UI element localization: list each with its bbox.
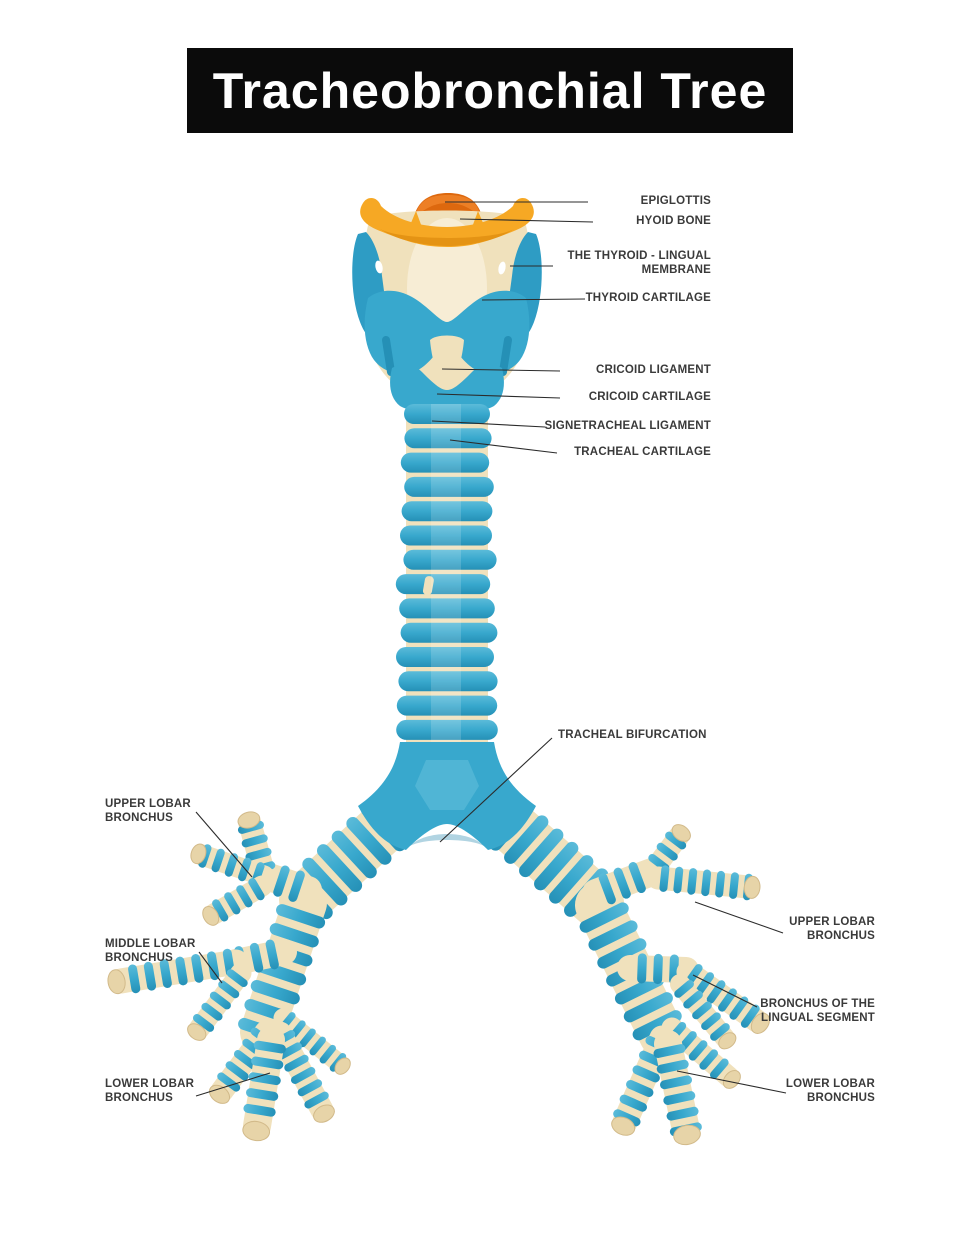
label-line: MEMBRANE: [641, 263, 711, 276]
label-line: THE THYROID - LINGUAL: [567, 250, 711, 262]
label-line: BRONCHUS: [105, 811, 174, 824]
hyoid-bone-shape: [360, 197, 534, 247]
label-left-middle-lobar-bronchus: MIDDLE LOBAR BRONCHUS: [105, 938, 196, 965]
tracheal-ring: [404, 476, 494, 497]
tracheal-ring: [396, 719, 498, 740]
label-line: LINGUAL SEGMENT: [761, 1011, 875, 1024]
leader-cricoid-ligament: [441, 368, 561, 372]
label-line: UPPER LOBAR: [789, 916, 875, 928]
tracheal-ring: [399, 598, 495, 619]
main-bronchi: [238, 764, 685, 1058]
tracheal-ring: [400, 622, 498, 643]
label-hyoid-bone: HYOID BONE: [636, 215, 711, 229]
label-tracheal-bifurcation: TRACHEAL BIFURCATION: [558, 729, 707, 743]
leader-signetracheal-ligament: [431, 420, 546, 428]
tracheal-ring: [403, 549, 497, 570]
tracheal-ring: [396, 647, 494, 667]
label-line: BRONCHUS: [806, 929, 875, 942]
larynx: [352, 193, 542, 414]
leader-bronchus-lingual-segment: [692, 974, 758, 1008]
label-right-upper-lobar-bronchus: UPPER LOBAR BRONCHUS: [789, 916, 875, 943]
label-thyroid-cartilage: THYROID CARTILAGE: [586, 292, 711, 306]
label-cricoid-cartilage: CRICOID CARTILAGE: [589, 391, 711, 405]
tracheal-ring: [404, 404, 490, 424]
tracheal-ring: [404, 428, 492, 449]
tracheal-ring: [400, 525, 492, 546]
label-line: BRONCHUS: [105, 1091, 174, 1104]
label-line: UPPER LOBAR: [105, 798, 191, 810]
tracheal-ring: [398, 671, 498, 692]
leader-left-middle-lobar: [198, 951, 223, 984]
label-line: TRACHEAL BIFURCATION: [558, 729, 707, 741]
label-left-upper-lobar-bronchus: UPPER LOBAR BRONCHUS: [105, 798, 191, 825]
leader-right-upper-lobar: [694, 901, 784, 934]
title-banner: Tracheobronchial Tree: [187, 48, 793, 133]
leader-tracheal-bifurcation: [439, 737, 553, 843]
label-line: TRACHEAL CARTILAGE: [574, 446, 711, 458]
label-line: THYROID CARTILAGE: [585, 292, 711, 304]
label-line: SIGNETRACHEAL LIGAMENT: [544, 420, 711, 432]
label-cricoid-ligament: CRICOID LIGAMENT: [596, 364, 711, 378]
label-line: EPIGLOTTIS: [640, 195, 711, 207]
right-lower-lobar-bronchus: [611, 1017, 741, 1146]
label-line: LOWER LOBAR: [785, 1078, 875, 1090]
label-thyroid-lingual-membrane: THE THYROID - LINGUAL MEMBRANE: [568, 250, 711, 277]
tracheal-ring: [395, 574, 491, 595]
label-line: CRICOID CARTILAGE: [588, 391, 711, 403]
label-signetracheal-ligament: SIGNETRACHEAL LIGAMENT: [545, 420, 711, 434]
label-line: BRONCHUS OF THE: [760, 998, 875, 1010]
label-left-lower-lobar-bronchus: LOWER LOBAR BRONCHUS: [105, 1078, 194, 1105]
label-bronchus-lingual-segment: BRONCHUS OF THE LINGUAL SEGMENT: [760, 998, 875, 1025]
leader-right-lower-lobar: [676, 1070, 787, 1094]
left-lower-lobar-bronchus: [209, 1008, 351, 1142]
leader-hyoid-bone: [459, 218, 594, 223]
left-upper-lobar-bronchus: [190, 811, 322, 926]
page-title: Tracheobronchial Tree: [212, 62, 768, 119]
tracheal-bifurcation-shape: [358, 742, 536, 850]
leader-left-lower-lobar: [195, 1072, 271, 1097]
tracheal-ring: [400, 452, 490, 473]
thyroid-cartilage-shape: [364, 290, 530, 374]
cricoid-cartilage-shape: [390, 364, 504, 414]
leader-thyroid-cartilage: [481, 298, 586, 301]
label-right-lower-lobar-bronchus: LOWER LOBAR BRONCHUS: [786, 1078, 875, 1105]
label-line: BRONCHUS: [806, 1091, 875, 1104]
right-upper-lobar-bronchus: [582, 824, 761, 907]
leader-lines: [195, 201, 787, 1097]
label-epiglottis: EPIGLOTTIS: [641, 195, 711, 209]
label-tracheal-cartilage: TRACHEAL CARTILAGE: [574, 446, 711, 460]
trachea: [395, 404, 498, 756]
label-line: LOWER LOBAR: [105, 1078, 195, 1090]
leader-tracheal-cartilage: [449, 439, 558, 454]
tracheal-ring: [401, 501, 493, 522]
leader-cricoid-cartilage: [436, 393, 561, 399]
label-line: MIDDLE LOBAR: [105, 938, 196, 950]
left-middle-lobar-bronchus: [107, 939, 297, 1041]
leader-left-upper-lobar: [195, 811, 253, 878]
label-line: HYOID BONE: [636, 215, 711, 227]
label-line: CRICOID LIGAMENT: [596, 364, 711, 376]
tracheal-ring: [396, 695, 498, 716]
label-line: BRONCHUS: [105, 951, 174, 964]
